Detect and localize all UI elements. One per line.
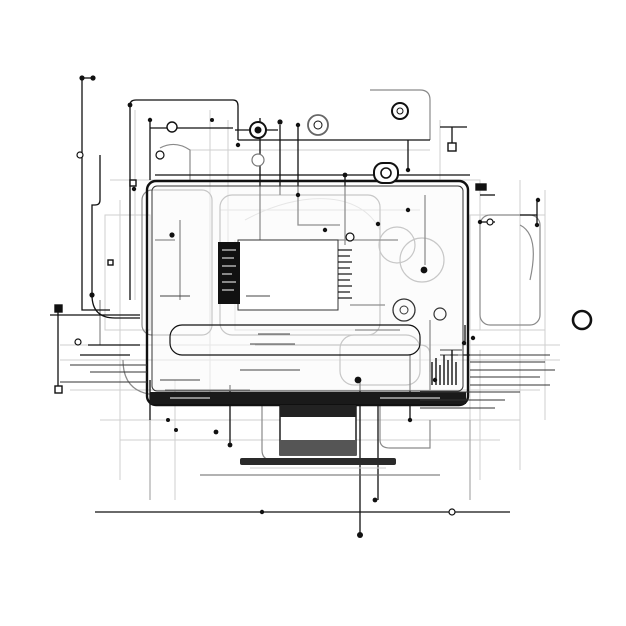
- data-bus-lines: [60, 354, 555, 409]
- square-nodes: [54, 142, 487, 394]
- baseline-lines: [95, 420, 510, 513]
- component-rings: [74, 102, 593, 516]
- webcam-module: [373, 162, 399, 184]
- screen-chip-block: [218, 242, 240, 304]
- monitor-chin: [150, 392, 466, 404]
- screen-content: [160, 239, 462, 385]
- screen-pin-strip: [338, 249, 352, 299]
- screen-bar-cluster: [431, 350, 457, 385]
- junction-dots: [79, 75, 541, 538]
- monitor-stand-base: [240, 458, 396, 465]
- large-ring-right: [571, 309, 593, 331]
- screen-center-panel: [237, 239, 339, 311]
